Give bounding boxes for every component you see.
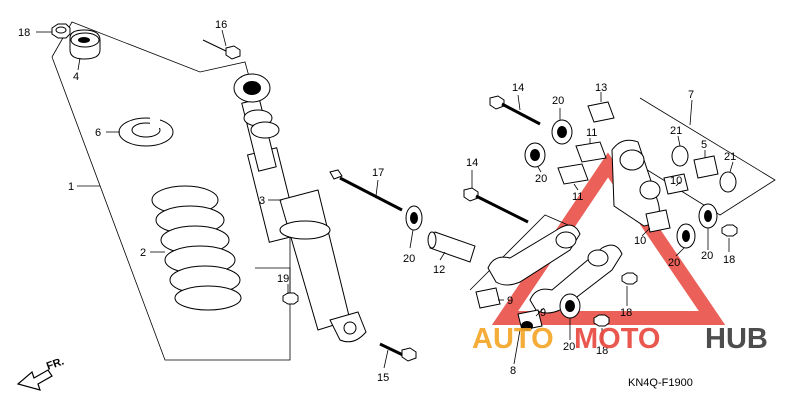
coil-spring-2 — [151, 185, 242, 311]
bearing-9a — [475, 287, 501, 309]
dust-seal-20e — [698, 203, 718, 229]
leader-lines — [36, 29, 734, 369]
shock-arm-8 — [487, 224, 623, 314]
front-arrow-icon — [16, 369, 53, 391]
nut-18-bottom — [593, 314, 610, 327]
callout-1: 1 — [68, 181, 74, 193]
dust-seal-21a — [671, 145, 689, 167]
callout-18-middle: 18 — [620, 307, 632, 319]
dust-seal-20c — [524, 142, 546, 168]
bolt-14b — [463, 187, 529, 224]
callout-16: 16 — [215, 19, 227, 31]
callout-19: 19 — [277, 273, 289, 285]
callout-15: 15 — [377, 372, 389, 384]
callout-20-mid: 20 — [535, 173, 547, 185]
callout-20-left: 20 — [403, 253, 415, 265]
callout-3: 3 — [259, 195, 265, 207]
callout-2: 2 — [140, 247, 146, 259]
callout-20-bottom: 20 — [563, 341, 575, 353]
front-arrow-label: FR. — [45, 355, 66, 372]
callout-13: 13 — [595, 82, 607, 94]
dust-seal-20a — [405, 205, 423, 231]
callout-21-right: 21 — [724, 151, 736, 163]
callout-21-left: 21 — [670, 125, 682, 137]
callout-numbers: 18 4 16 6 1 2 3 17 19 15 20 12 14 14 20 … — [18, 19, 736, 384]
collar-13 — [587, 101, 615, 123]
watermark-moto: MOTO — [574, 323, 660, 355]
callout-18-bottom: 18 — [596, 345, 608, 357]
dust-seal-20f — [559, 293, 581, 319]
callout-8: 8 — [510, 365, 516, 377]
nut-18-middle — [621, 272, 638, 285]
bearing-11a — [575, 141, 607, 163]
callout-4: 4 — [73, 71, 79, 83]
callout-20-lower-right: 20 — [701, 250, 713, 262]
watermark-hub: HUB — [705, 323, 768, 355]
callout-11-lower: 11 — [572, 191, 583, 203]
callout-20-upper: 20 — [552, 95, 564, 107]
bolt-17 — [329, 169, 403, 212]
callout-17: 17 — [372, 167, 384, 179]
watermark-auto: AUTO — [472, 323, 554, 355]
nut-18-top — [51, 23, 71, 39]
spring-seat-6 — [118, 116, 174, 147]
collar-12 — [427, 231, 476, 263]
callout-7: 7 — [688, 89, 694, 101]
callout-5: 5 — [701, 139, 707, 151]
collar-5 — [693, 155, 719, 179]
shock-link-7 — [611, 139, 661, 227]
callout-20-lower-left: 20 — [668, 257, 680, 269]
bolt-15 — [379, 342, 417, 362]
dust-seal-20d — [676, 223, 696, 249]
nut-19-box — [255, 267, 291, 300]
callout-11-upper: 11 — [586, 127, 597, 139]
callout-9-upper: 9 — [507, 295, 513, 307]
callout-14-upper: 14 — [512, 82, 524, 94]
nut-18-right — [721, 224, 738, 237]
nut-19 — [282, 292, 299, 305]
watermark-wordmark: AUTO MOTO HUB — [472, 323, 768, 355]
callout-12: 12 — [433, 264, 445, 276]
bolt-14a — [489, 95, 541, 126]
bearing-11b — [557, 163, 589, 185]
bearing-9b — [517, 309, 543, 331]
dust-seal-21b — [719, 171, 737, 193]
callout-18-top: 18 — [18, 27, 30, 39]
callout-6: 6 — [95, 127, 101, 139]
shock-absorber-3 — [233, 73, 367, 343]
callout-10-upper: 10 — [670, 175, 682, 187]
callout-9-lower: 9 — [540, 307, 546, 319]
callout-14-lower: 14 — [466, 157, 478, 169]
bearing-10b — [645, 209, 671, 233]
bushing-4 — [69, 29, 101, 60]
callout-18-right: 18 — [723, 254, 735, 266]
bolt-16 — [202, 39, 241, 60]
callout-10-lower: 10 — [634, 235, 646, 247]
bearing-10a — [663, 173, 689, 195]
dust-seal-20b — [551, 119, 573, 145]
diagram-code: KN4Q-F1900 — [628, 377, 693, 389]
